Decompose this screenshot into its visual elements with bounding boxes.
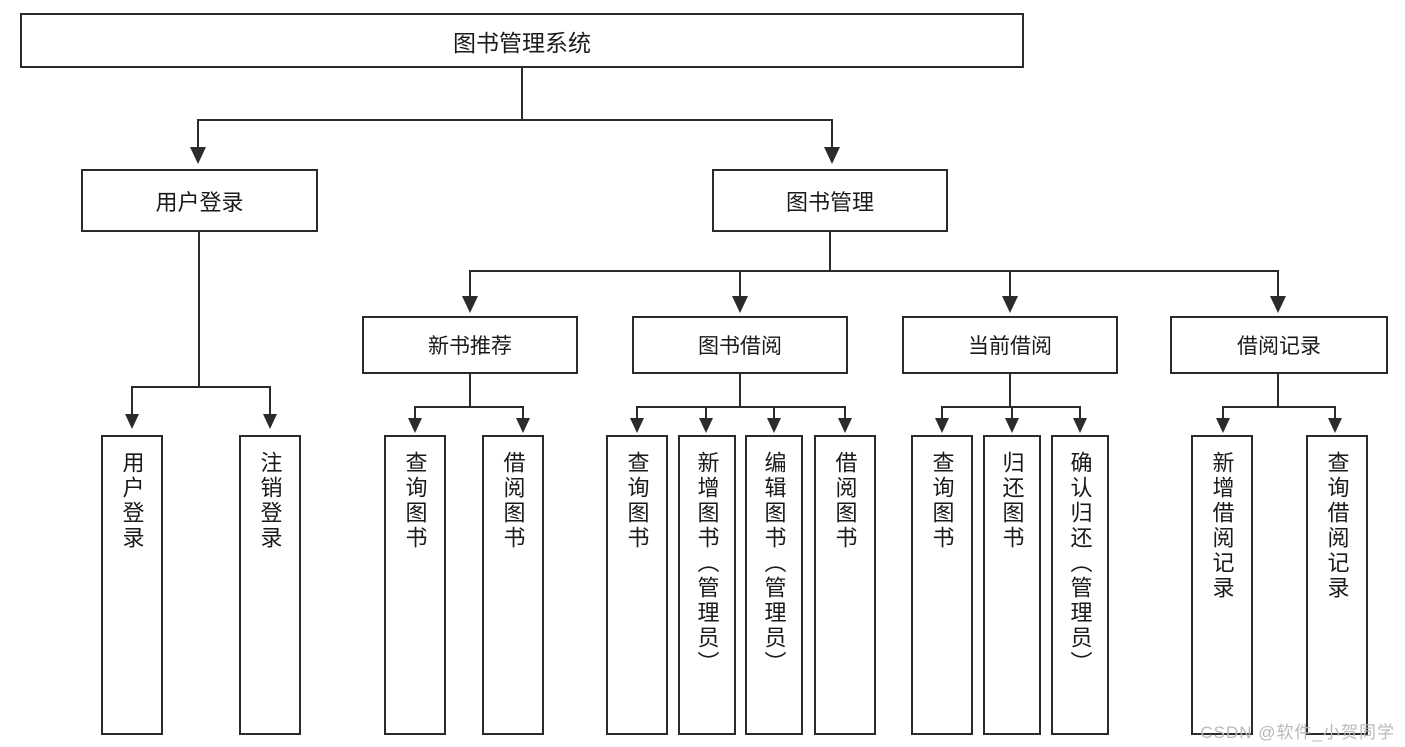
edge-level3-bus [469,270,1279,272]
edge-current-borrow-drop-1 [941,406,943,420]
edge-to-current-borrow [1009,270,1011,298]
leaf-borrow-book[interactable]: 借阅图书 [814,435,876,735]
edge-new-book-bus [414,406,524,408]
arrowhead-leaf-add-record [1216,418,1230,433]
arrowhead-leaf-borrow-book-2 [838,418,852,433]
edge-user-login-drop-1 [131,386,133,416]
leaf-label: 查询图书 [929,451,955,551]
node-label: 当前借阅 [968,335,1052,358]
arrowhead-leaf-query-book-2 [630,418,644,433]
leaf-query-book-borrow[interactable]: 查询图书 [606,435,668,735]
node-label: 新书推荐 [428,335,512,358]
node-label: 用户登录 [155,189,244,215]
arrowhead-leaf-borrow-book-1 [516,418,530,433]
leaf-label: 借阅图书 [500,451,526,551]
leaf-query-book-recommend[interactable]: 查询图书 [384,435,446,735]
node-current-borrow[interactable]: 当前借阅 [902,316,1118,374]
arrowhead-book-manage [824,147,840,164]
edge-user-login-drop-2 [269,386,271,416]
node-label: 图书借阅 [698,335,782,358]
edge-new-book-drop-1 [414,406,416,420]
arrowhead-book-borrow [732,296,748,313]
edge-book-borrow-bus [636,406,846,408]
edge-book-borrow-drop-1 [636,406,638,420]
node-root-system[interactable]: 图书管理系统 [20,13,1024,68]
edge-root-stem [521,68,523,120]
leaf-user-login[interactable]: 用户登录 [101,435,163,735]
arrowhead-leaf-edit-book [767,418,781,433]
edge-borrow-record-bus [1222,406,1336,408]
arrowhead-leaf-logout [263,414,277,429]
arrowhead-leaf-add-book [699,418,713,433]
leaf-label: 归还图书 [999,451,1025,551]
node-new-book-recommend[interactable]: 新书推荐 [362,316,578,374]
edge-new-book-drop-2 [522,406,524,420]
edge-borrow-record-drop-2 [1334,406,1336,420]
leaf-label: 确认归还（管理员） [1067,451,1093,676]
edge-user-login-stem [198,232,200,387]
edge-borrow-record-drop-1 [1222,406,1224,420]
edge-user-login-bus [131,386,270,388]
leaf-add-borrow-record[interactable]: 新增借阅记录 [1191,435,1253,735]
arrowhead-leaf-user-login [125,414,139,429]
leaf-label: 新增图书（管理员） [694,451,720,676]
leaf-label: 查询图书 [402,451,428,551]
edge-book-manage-stem [829,232,831,271]
node-user-login[interactable]: 用户登录 [81,169,318,232]
node-borrow-record[interactable]: 借阅记录 [1170,316,1388,374]
arrowhead-leaf-query-book-3 [935,418,949,433]
leaf-label: 借阅图书 [832,451,858,551]
leaf-label: 编辑图书（管理员） [761,451,787,676]
edge-book-borrow-drop-4 [844,406,846,420]
arrowhead-current-borrow [1002,296,1018,313]
leaf-add-book-admin[interactable]: 新增图书（管理员） [678,435,736,735]
edge-root-to-user-login [197,119,199,149]
leaf-label: 新增借阅记录 [1209,451,1235,601]
edge-current-borrow-stem [1009,374,1011,407]
edge-book-borrow-stem [739,374,741,407]
arrowhead-borrow-record [1270,296,1286,313]
edge-to-book-borrow [739,270,741,298]
arrowhead-leaf-query-book-1 [408,418,422,433]
edge-current-borrow-drop-2 [1011,406,1013,420]
node-book-manage[interactable]: 图书管理 [712,169,948,232]
csdn-watermark: CSDN @软件_小贺同学 [1200,723,1395,742]
edge-book-borrow-drop-3 [773,406,775,420]
leaf-borrow-book-recommend[interactable]: 借阅图书 [482,435,544,735]
arrowhead-leaf-query-record [1328,418,1342,433]
arrowhead-leaf-return-book [1005,418,1019,433]
leaf-logout[interactable]: 注销登录 [239,435,301,735]
leaf-label: 注销登录 [257,451,283,551]
arrowhead-leaf-confirm-return [1073,418,1087,433]
leaf-edit-book-admin[interactable]: 编辑图书（管理员） [745,435,803,735]
node-book-borrow[interactable]: 图书借阅 [632,316,848,374]
edge-borrow-record-stem [1277,374,1279,407]
edge-book-borrow-drop-2 [705,406,707,420]
leaf-confirm-return-admin[interactable]: 确认归还（管理员） [1051,435,1109,735]
edge-current-borrow-drop-3 [1079,406,1081,420]
leaf-query-book-current[interactable]: 查询图书 [911,435,973,735]
edge-to-new-book [469,270,471,298]
node-label: 借阅记录 [1237,335,1321,358]
edge-new-book-stem [469,374,471,407]
edge-to-borrow-record [1277,270,1279,298]
node-label: 图书管理 [785,189,874,215]
arrowhead-new-book [462,296,478,313]
edge-root-bus [197,119,833,121]
edge-root-to-book-manage [831,119,833,149]
leaf-query-borrow-record[interactable]: 查询借阅记录 [1306,435,1368,735]
leaf-label: 用户登录 [119,451,145,551]
leaf-return-book[interactable]: 归还图书 [983,435,1041,735]
leaf-label: 查询图书 [624,451,650,551]
leaf-label: 查询借阅记录 [1324,451,1350,601]
arrowhead-user-login [190,147,206,164]
node-label: 图书管理系统 [453,29,591,56]
